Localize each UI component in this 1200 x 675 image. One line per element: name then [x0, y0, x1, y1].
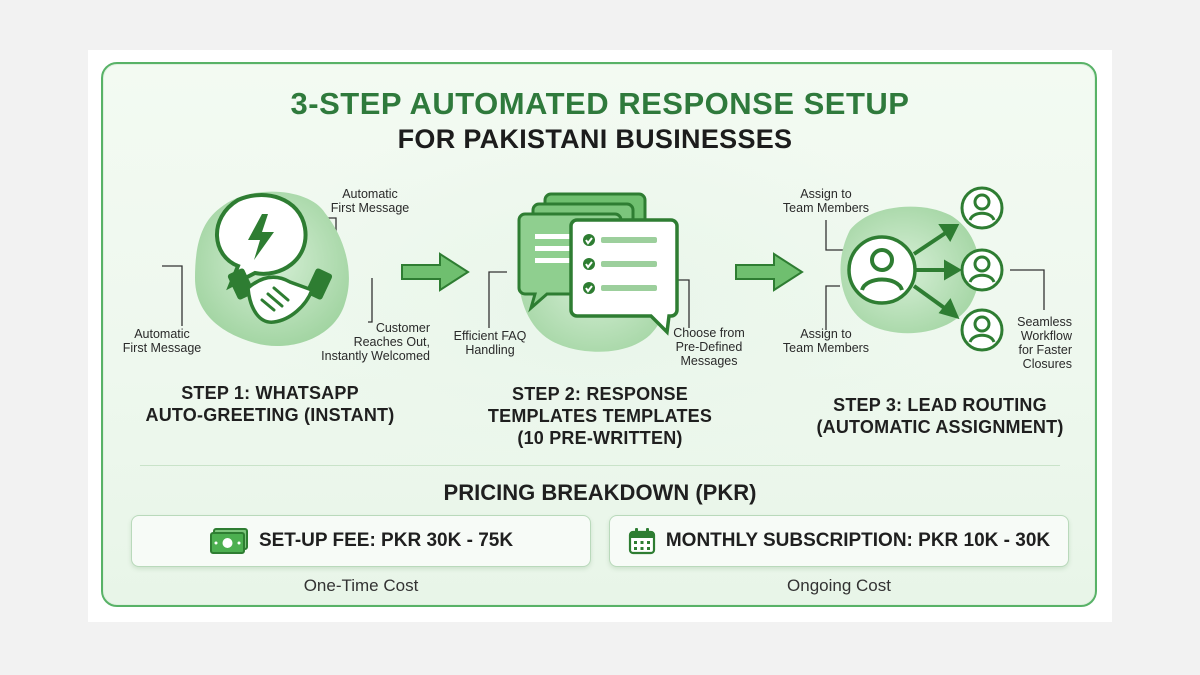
- pricing-title: PRICING BREAKDOWN (PKR): [443, 480, 757, 505]
- step3-title: STEP 3: LEAD ROUTING(AUTOMATIC ASSIGNMEN…: [816, 395, 1064, 437]
- team-member-icon: [960, 186, 1004, 230]
- step2-illustration: [488, 192, 690, 352]
- monthly-subscription-sub: Ongoing Cost: [787, 576, 891, 595]
- main-title: 3-STEP AUTOMATED RESPONSE SETUP: [290, 86, 910, 121]
- monthly-subscription-label: MONTHLY SUBSCRIPTION: PKR 10K - 30K: [665, 530, 1051, 551]
- handshake-icon: [227, 268, 333, 324]
- step1-illustration: [162, 191, 373, 347]
- team-member-icon: [960, 248, 1004, 292]
- routing-arrows: [912, 224, 962, 320]
- chat-bubble-icon: [215, 193, 308, 291]
- lead-person-icon: [847, 235, 917, 305]
- divider: [140, 465, 1060, 466]
- cash-icon: [209, 528, 248, 554]
- arrow-right-icon: [735, 252, 804, 292]
- arrow-right-icon: [401, 252, 470, 292]
- calendar-icon: [628, 528, 655, 555]
- setup-fee-box: SET-UP FEE: PKR 30K - 75K: [131, 515, 591, 567]
- checklist-icon: [569, 218, 679, 336]
- main-subtitle: FOR PAKISTANI BUSINESSES: [397, 124, 793, 154]
- setup-fee-label: SET-UP FEE: PKR 30K - 75K: [258, 530, 514, 551]
- step3-illustration: [825, 186, 1045, 352]
- setup-fee-sub: One-Time Cost: [303, 576, 419, 595]
- team-member-icon: [960, 308, 1004, 352]
- monthly-subscription-box: MONTHLY SUBSCRIPTION: PKR 10K - 30K: [609, 515, 1069, 567]
